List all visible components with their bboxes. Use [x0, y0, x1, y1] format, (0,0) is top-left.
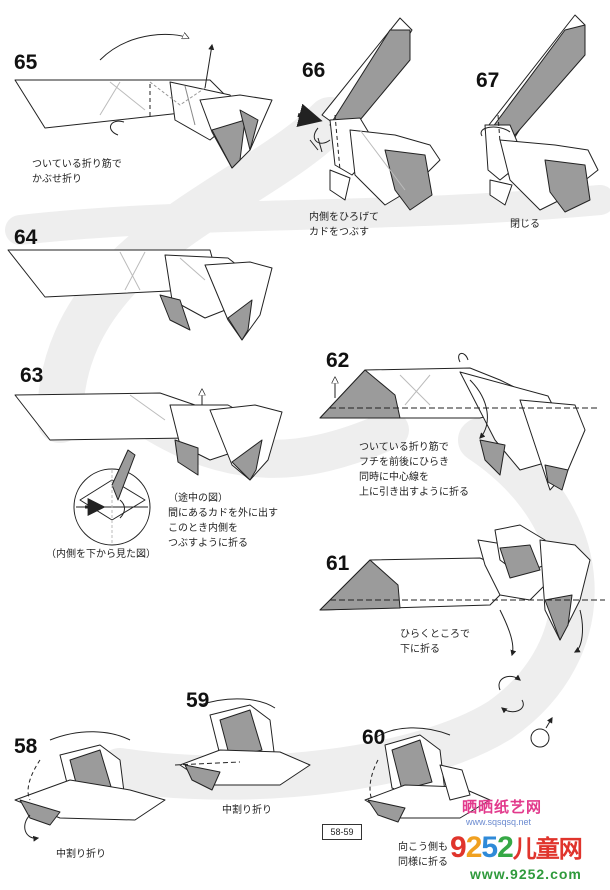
step-number-66: 66 — [302, 59, 326, 82]
brand-digit: 2 — [465, 831, 483, 864]
watermark-brand-url: www.9252.com — [470, 866, 582, 882]
step-60-figure — [364, 727, 491, 823]
step-60-caption: 向こう側も 同様に折る — [398, 840, 448, 870]
step-61-figure — [319, 524, 605, 657]
step-62-caption: ついている折り筋で フチを前後にひらき 同時に中心線を 上に引き出すように折る — [359, 442, 469, 498]
step-64-figure — [7, 249, 273, 341]
step-number-60: 60 — [362, 726, 386, 749]
step-65-figure — [14, 34, 273, 169]
watermark-site-name: 晒晒纸艺网 — [462, 798, 543, 816]
step-62-figure — [319, 353, 600, 491]
step-number-62: 62 — [326, 349, 350, 372]
step-58-figure — [14, 731, 166, 842]
step-number-59: 59 — [186, 689, 210, 712]
step-number-61: 61 — [326, 552, 350, 575]
midway-view-caption: （途中の図） 間にあるカドを外に出す このとき内側を つぶすように折る — [168, 493, 278, 549]
step-67-caption: 閉じる — [510, 219, 540, 230]
step-58-caption: 中割り折り — [56, 849, 106, 860]
step-61-caption: ひらくところで 下に折る — [400, 629, 470, 655]
step-65-caption: ついている折り筋で かぶせ折り — [32, 159, 122, 185]
brand-digit: 2 — [497, 831, 514, 864]
step-67-figure — [480, 14, 599, 213]
watermark-site-url: www.sqsqsq.net — [466, 817, 532, 827]
step-number-63: 63 — [20, 364, 44, 387]
underside-view-caption: （内側を下から見た図） — [46, 549, 156, 560]
rotate-symbol — [498, 674, 553, 748]
brand-text: 儿童网 — [512, 836, 583, 863]
brand-digit: 5 — [481, 831, 498, 864]
step-number-67: 67 — [476, 69, 500, 92]
step-59-caption: 中割り折り — [222, 805, 272, 816]
step-number-65: 65 — [14, 51, 38, 74]
step-66-figure — [296, 17, 441, 211]
step-66-caption: 内側をひろげて カドをつぶす — [309, 212, 379, 238]
watermark-brand: 9252儿童网 — [450, 831, 583, 864]
brand-digit: 9 — [450, 831, 467, 864]
step-63-figure — [14, 390, 283, 546]
page-number: 58-59 — [322, 824, 362, 840]
step-59-figure — [174, 698, 311, 791]
step-number-64: 64 — [14, 226, 38, 249]
step-number-58: 58 — [14, 735, 38, 758]
